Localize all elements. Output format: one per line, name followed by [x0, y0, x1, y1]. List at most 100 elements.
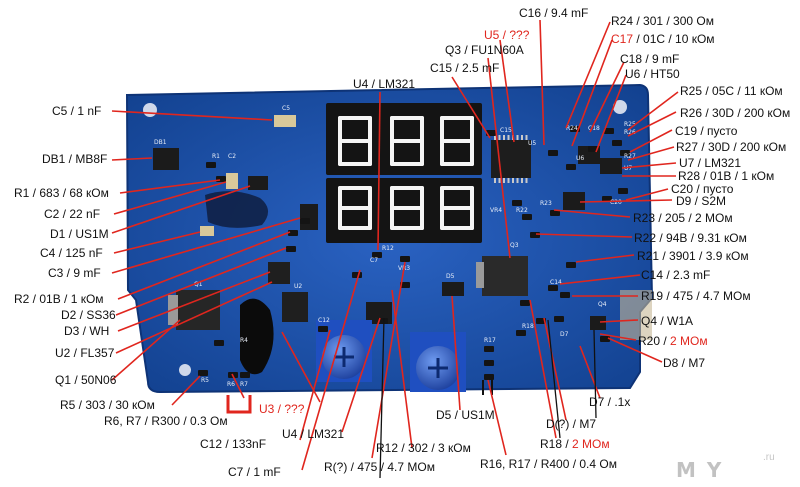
smd-part: [550, 210, 560, 216]
pin: [498, 178, 501, 183]
leader-line: [377, 91, 381, 251]
silk-r26: R26: [624, 129, 636, 136]
leader-line: [553, 209, 631, 218]
mount-hole-tr: [613, 100, 627, 114]
silk-r1: R1: [212, 153, 220, 160]
smd-part: [288, 230, 298, 236]
smd-part: [400, 256, 410, 262]
pin: [494, 178, 496, 183]
smd-part: [588, 146, 598, 152]
leader-line: [565, 21, 611, 129]
smd-part: [206, 162, 216, 168]
label-r20-value: 2 МОм: [670, 334, 708, 348]
pin: [521, 135, 523, 140]
silk-r5: R5: [201, 377, 209, 384]
d1-diode: [248, 176, 268, 190]
label-u5: U5 / ???: [484, 28, 530, 42]
leader-lines: [111, 19, 679, 471]
leader-line: [487, 379, 507, 456]
leader-line: [607, 337, 663, 363]
r16-r17-bracket: [482, 380, 493, 395]
label-r19: R19 / 475 / 4.7 МОм: [641, 289, 751, 303]
leader-line: [589, 61, 625, 133]
smd-part: [214, 340, 224, 346]
leader-line: [529, 299, 557, 439]
label-r27: R27 / 30D / 200 кОм: [676, 140, 787, 154]
smd-components: [198, 126, 630, 380]
leader-line: [571, 39, 613, 147]
q3-transistor: [482, 256, 528, 296]
label-r28: R28 / 01B / 1 кОм: [678, 169, 775, 183]
digit-8: [390, 116, 424, 166]
solder-blob: [240, 298, 274, 375]
smd-part: [554, 316, 564, 322]
leader-line-black: [379, 317, 385, 479]
silk-c20: C20: [610, 199, 622, 206]
smd-part: [548, 285, 558, 291]
leader-line: [487, 57, 511, 259]
smd-part: [378, 318, 388, 324]
c3-cap: [300, 204, 318, 230]
label-q3: Q3 / FU1N60A: [445, 43, 524, 57]
silk-u5: U5: [528, 140, 536, 147]
silk-c12: C12: [318, 317, 330, 324]
pin: [525, 135, 528, 140]
label-c18: C18 / 9 mF: [620, 52, 680, 66]
pin: [512, 178, 514, 183]
smd-part: [602, 196, 612, 202]
leader-line: [499, 39, 515, 143]
label-r21: R21 / 3901 / 3.9 кОм: [637, 249, 749, 263]
digit-8: [390, 186, 424, 230]
label-c2: C2 / 22 nF: [44, 207, 101, 221]
label-r12: R12 / 302 / 3 кОм: [376, 441, 471, 455]
label-r25: R25 / 05C / 11 кОм: [680, 84, 783, 98]
smd-part: [566, 262, 576, 268]
silk-d7: D7: [560, 331, 569, 338]
leader-line: [171, 375, 201, 406]
leader-line: [451, 76, 491, 139]
label-r22: R22 / 94B / 9.31 кОм: [634, 231, 747, 245]
smd-part: [600, 336, 610, 342]
label-q4: Q4 / W1A: [641, 314, 694, 328]
label-r-unknown: R(?) / 475 / 4.7 МОм: [324, 460, 435, 474]
leader-line: [627, 91, 679, 131]
silk-q4: Q4: [598, 301, 607, 308]
smd-part: [612, 140, 622, 146]
leader-line: [391, 289, 413, 449]
silk-d5: D5: [446, 273, 455, 280]
mount-hole-tl: [143, 103, 157, 117]
silk-u7: U7: [624, 165, 632, 172]
label-c12: C12 / 133nF: [200, 437, 267, 451]
silk-c2: C2: [228, 153, 236, 160]
leader-line: [371, 261, 406, 459]
leader-line: [599, 319, 639, 323]
label-c17-name: C17: [611, 32, 634, 46]
leader-line: [627, 146, 675, 161]
leader-line: [111, 110, 273, 121]
leader-line-black: [593, 329, 597, 419]
pin: [525, 178, 528, 183]
label-u7: U7 / LM321: [679, 156, 742, 170]
silk-c15: C15: [500, 127, 512, 134]
silk-c7: C7: [370, 257, 378, 264]
silk-r24: R24: [566, 125, 578, 132]
watermark: M Y: [676, 458, 724, 482]
leader-line: [111, 157, 153, 161]
smd-part: [484, 374, 494, 380]
leader-line: [535, 233, 633, 238]
label-r18-name: R18 /: [540, 437, 573, 451]
smd-part: [530, 232, 540, 238]
silk-r17: R17: [484, 337, 496, 344]
silk-r23: R23: [540, 200, 552, 207]
label-c5: C5 / 1 nF: [52, 104, 102, 118]
leader-line: [341, 317, 381, 433]
board-edge-strip: [620, 290, 652, 340]
label-r23: R23 / 205 / 2 МОм: [633, 211, 733, 225]
label-q1: Q1 / 50N06: [55, 373, 117, 387]
label-d8: D8 / M7: [663, 356, 706, 370]
label-c16: C16 / 9.4 mF: [519, 6, 589, 20]
smd-part: [548, 150, 558, 156]
leader-line: [627, 111, 677, 137]
